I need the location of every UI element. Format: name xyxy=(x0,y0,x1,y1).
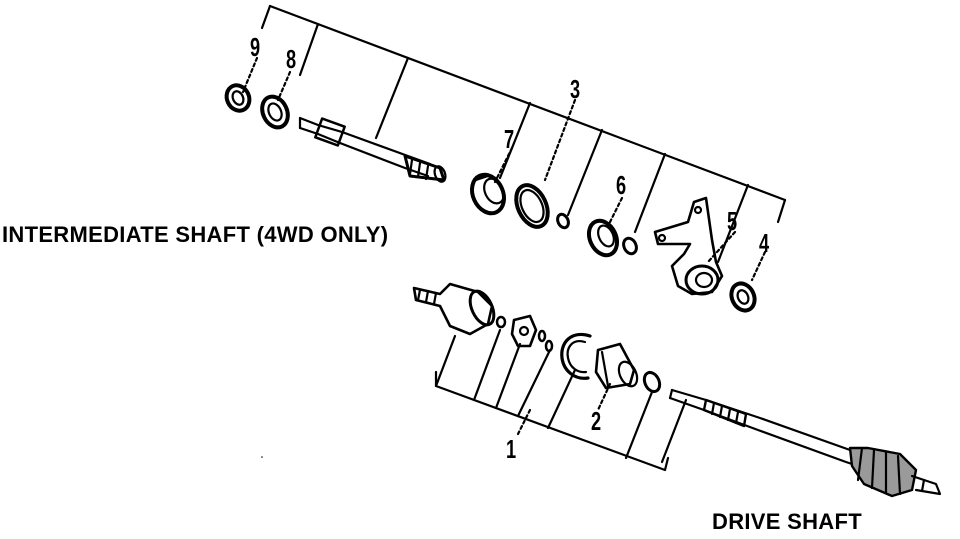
part-4-seal xyxy=(729,281,757,313)
callout-2: 2 xyxy=(591,406,602,436)
spider xyxy=(510,314,538,348)
callout-7: 7 xyxy=(504,124,515,154)
lower-leaders xyxy=(516,382,612,436)
part-7-bearing xyxy=(469,172,507,216)
open-snap-ring xyxy=(560,332,592,380)
cv-outer-joint xyxy=(412,282,496,336)
part-6-bearing xyxy=(586,218,638,258)
stray-dot xyxy=(261,456,263,458)
lower-bracket-lines xyxy=(434,328,688,472)
callout-5: 5 xyxy=(727,206,738,236)
small-ball xyxy=(495,315,507,329)
callout-6: 6 xyxy=(616,170,627,200)
upper-bracket-lines xyxy=(260,4,787,264)
upper-leaders xyxy=(241,56,767,282)
small-clip xyxy=(556,212,570,230)
part-5-bracket xyxy=(653,196,724,296)
drive-shaft xyxy=(668,388,942,498)
part-8-seal xyxy=(260,94,290,130)
callout-3: 3 xyxy=(570,74,581,104)
part-9-ring xyxy=(224,83,252,113)
part-2-housing xyxy=(594,342,639,390)
callout-1: 1 xyxy=(506,434,517,464)
caption-drive-shaft: DRIVE SHAFT xyxy=(712,509,862,534)
clip-ring xyxy=(642,370,662,394)
part-3-snap-ring xyxy=(514,183,550,229)
small-clips xyxy=(537,329,554,353)
callout-8: 8 xyxy=(286,44,297,74)
callout-4: 4 xyxy=(759,228,770,258)
caption-intermediate-shaft: INTERMEDIATE SHAFT (4WD ONLY) xyxy=(2,222,389,247)
intermediate-shaft xyxy=(298,116,447,183)
callout-9: 9 xyxy=(250,32,261,62)
